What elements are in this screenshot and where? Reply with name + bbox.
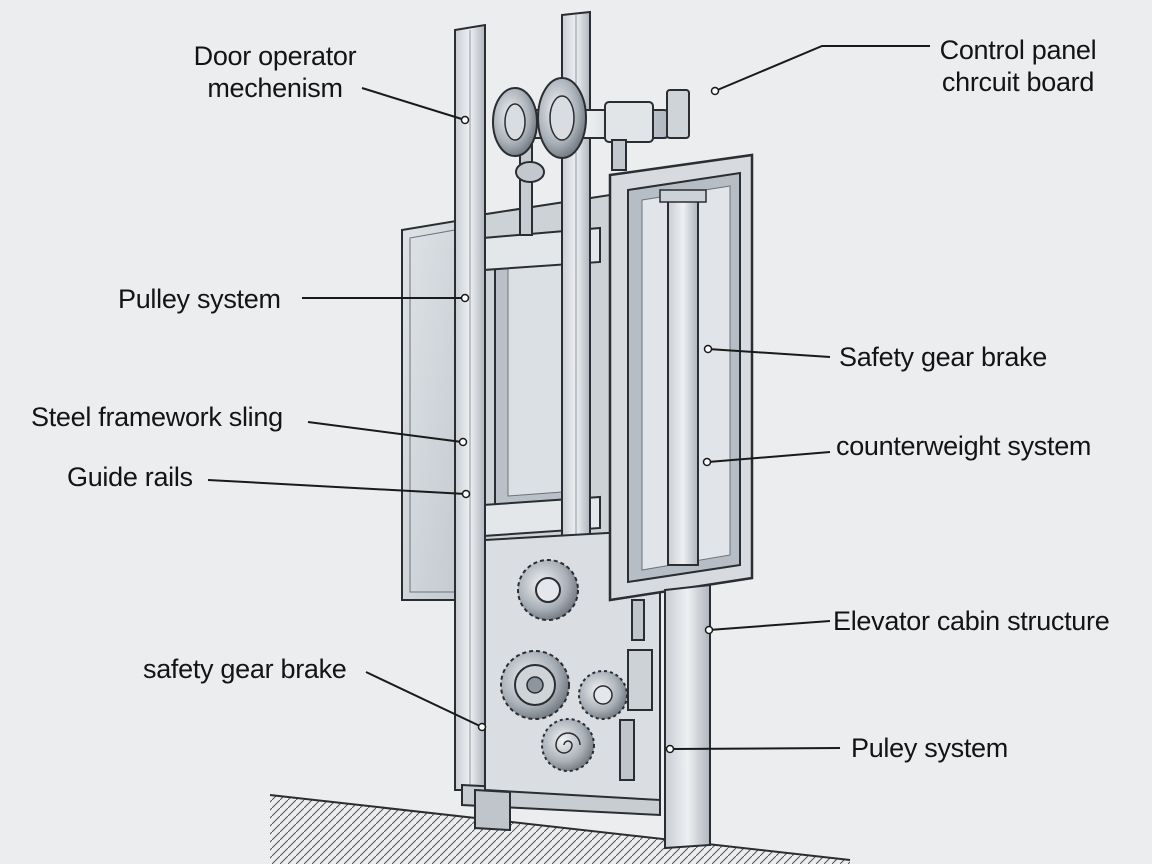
leader-lines (207, 45, 930, 750)
label-door-operator-mechanism: Door operator mechenism (180, 40, 370, 104)
label-pulley-system-left: Pulley system (118, 284, 281, 314)
top-pulley-assembly (492, 77, 690, 236)
leader-endpoints (458, 86, 720, 754)
leader-guide-rails (207, 479, 467, 495)
label-pulley-system-right: Puley system (851, 733, 1008, 763)
label-counterweight-system: counterweight system (836, 431, 1092, 461)
label-door-operator-line2: mechenism (207, 73, 343, 103)
brake-actuator (619, 599, 653, 781)
leader-control-panel (714, 45, 930, 92)
label-control-panel-line1: Control panel (939, 35, 1097, 65)
gear-small-right (578, 670, 628, 720)
label-elevator-cabin-structure: Elevator cabin structure (833, 606, 1110, 636)
label-safety-gear-brake-right: Safety gear brake (839, 342, 1048, 372)
right-support-post (664, 583, 711, 850)
label-safety-gear-brake-left: safety gear brake (143, 654, 347, 684)
label-control-panel-line2: chrcuit board (941, 67, 1095, 97)
leader-counterweight (707, 451, 831, 463)
back-panel (401, 218, 463, 601)
label-control-panel-circuit-board: Control panel chrcuit board (918, 34, 1118, 98)
leader-cabin-structure (708, 620, 831, 631)
leader-pulley-right (669, 747, 841, 750)
gear-main (500, 650, 570, 720)
label-door-operator-line1: Door operator (193, 41, 357, 71)
ground-hatching (269, 794, 851, 864)
counterweight-frame (608, 153, 754, 602)
gear-spiral (541, 718, 595, 772)
leader-steel-framework (307, 421, 463, 443)
leader-safety-brake-left (365, 671, 483, 728)
left-guide-rail (454, 23, 486, 791)
leader-safety-brake-right (707, 348, 831, 358)
label-guide-rails: Guide rails (67, 462, 193, 492)
label-steel-framework-sling: Steel framework sling (31, 402, 283, 432)
gear-upper (517, 559, 579, 621)
leader-door-operator (361, 87, 466, 121)
